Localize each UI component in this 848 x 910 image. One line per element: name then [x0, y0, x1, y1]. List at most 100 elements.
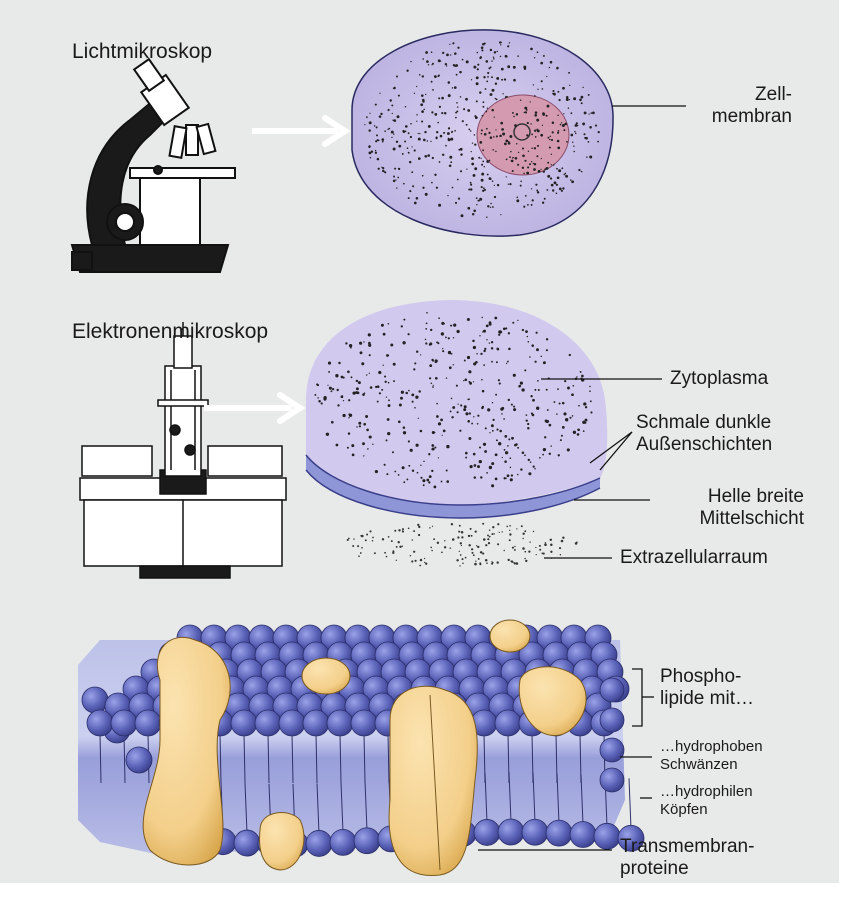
stipple-dot [419, 133, 420, 134]
stipple-dot [448, 351, 451, 354]
stipple-dot [379, 93, 380, 94]
stipple-dot [527, 122, 529, 124]
electron-microscope-icon [80, 322, 286, 578]
stipple-dot [570, 179, 572, 181]
stipple-dot [466, 124, 468, 126]
stipple-dot [441, 332, 444, 335]
stipple-dot [463, 408, 466, 411]
stipple-dot [536, 332, 538, 334]
stipple-dot [457, 403, 458, 404]
stipple-dot [448, 81, 451, 84]
stipple-dot [452, 187, 454, 189]
stipple-dot [525, 330, 528, 333]
stipple-dot [526, 419, 528, 421]
stipple-dot [432, 157, 434, 159]
stipple-dot [412, 470, 414, 472]
stipple-dot [420, 430, 423, 433]
stipple-dot [431, 182, 433, 184]
stipple-dot [531, 161, 532, 162]
stipple-dot [474, 134, 476, 136]
stipple-dot [499, 135, 502, 138]
stipple-dot [341, 376, 344, 379]
stipple-dot [386, 439, 388, 441]
stipple-dot [396, 76, 398, 78]
stipple-dot [480, 56, 482, 58]
stipple-dot [446, 469, 448, 471]
stipple-dot [479, 335, 480, 336]
stipple-dot [388, 536, 390, 538]
stipple-dot [468, 370, 471, 373]
stipple-dot [476, 82, 479, 85]
stipple-dot [391, 137, 392, 138]
stipple-dot [360, 351, 363, 354]
stipple-dot [474, 115, 476, 117]
stipple-dot [348, 399, 350, 401]
stipple-dot [534, 95, 536, 97]
stipple-dot [506, 159, 508, 161]
stipple-dot [363, 423, 366, 426]
stipple-dot [536, 554, 537, 555]
stipple-dot [554, 181, 557, 184]
stipple-dot [528, 459, 530, 461]
stipple-dot [467, 420, 470, 423]
stipple-dot [502, 457, 503, 458]
stipple-dot [580, 371, 582, 373]
stipple-dot [486, 81, 488, 83]
stipple-dot [411, 393, 414, 396]
stipple-dot [581, 102, 583, 104]
stipple-dot [482, 106, 484, 108]
phospholipid-head [354, 828, 380, 854]
stipple-dot [441, 551, 443, 553]
stipple-dot [560, 124, 562, 126]
stipple-dot [436, 131, 438, 133]
stipple-dot [400, 397, 403, 400]
stipple-dot [529, 163, 531, 165]
stipple-dot [509, 156, 511, 158]
stipple-dot [482, 553, 484, 555]
stipple-dot [460, 554, 462, 556]
stipple-dot [495, 394, 497, 396]
stipple-dot [471, 79, 472, 80]
stipple-dot [480, 476, 482, 478]
stipple-dot [420, 477, 422, 479]
stipple-dot [398, 541, 400, 543]
stipple-dot [590, 112, 592, 114]
stipple-dot [379, 115, 382, 118]
stipple-dot [432, 386, 434, 388]
stipple-dot [473, 416, 474, 417]
stipple-dot [588, 141, 590, 143]
stipple-dot [498, 379, 500, 381]
stipple-dot [520, 181, 522, 183]
stipple-dot [517, 164, 519, 166]
stipple-dot [565, 418, 568, 421]
stipple-dot [416, 121, 417, 122]
stipple-dot [484, 166, 485, 167]
stipple-dot [364, 392, 366, 394]
stipple-dot [562, 187, 564, 189]
stipple-dot [506, 526, 508, 528]
stipple-dot [393, 176, 395, 178]
stipple-dot [481, 46, 484, 49]
stipple-dot [456, 330, 459, 333]
stipple-dot [389, 99, 391, 101]
stipple-dot [534, 163, 536, 165]
stipple-dot [544, 362, 545, 363]
stipple-dot [423, 139, 426, 142]
stipple-dot [384, 464, 386, 466]
label-transmembranproteine-line2: proteine [620, 858, 754, 880]
stipple-dot [563, 412, 566, 415]
stipple-dot [492, 402, 493, 403]
stipple-dot [525, 560, 527, 562]
stipple-dot [507, 65, 510, 68]
stipple-dot [452, 538, 455, 541]
stipple-dot [337, 404, 339, 406]
stipple-dot [541, 356, 542, 357]
stipple-dot [543, 553, 545, 555]
stipple-dot [520, 99, 521, 100]
stipple-dot [528, 151, 529, 152]
stipple-dot [509, 42, 510, 43]
stipple-dot [583, 133, 585, 135]
stipple-dot [472, 142, 473, 143]
stipple-dot [522, 547, 525, 550]
stipple-dot [384, 552, 386, 554]
